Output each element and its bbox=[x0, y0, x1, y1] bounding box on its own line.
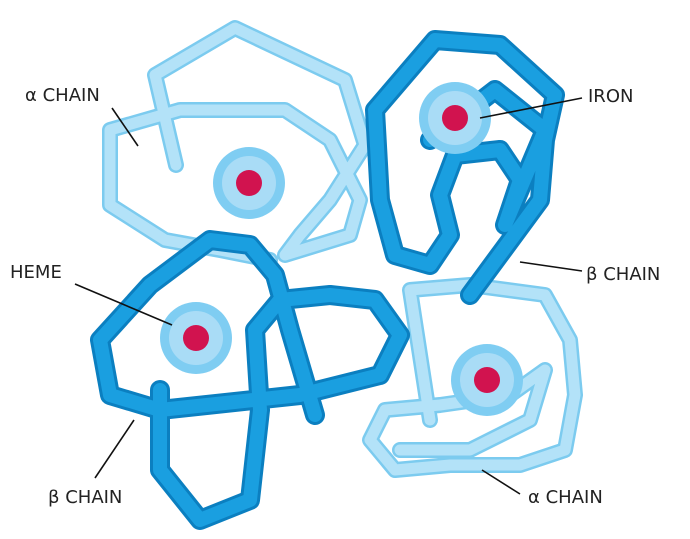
iron-atom bbox=[474, 367, 500, 393]
alpha-chain-top-left-body bbox=[104, 22, 371, 266]
heme-group-top-left bbox=[213, 147, 285, 219]
iron-atom bbox=[236, 170, 262, 196]
beta-chain-top-right bbox=[365, 30, 565, 305]
leader-alpha-bottom-right bbox=[481, 469, 521, 495]
beta-chain-bottom-left-body bbox=[93, 233, 407, 527]
leader-beta-right bbox=[519, 261, 583, 272]
leader-heme bbox=[74, 283, 173, 326]
alpha-chain-top-left bbox=[102, 20, 373, 268]
beta-chain-bottom-left bbox=[90, 230, 410, 530]
alpha-chain-bottom-right bbox=[362, 277, 583, 478]
label-alpha-chain-top-left: α CHAIN bbox=[25, 85, 100, 106]
label-heme: HEME bbox=[10, 262, 62, 283]
leader-beta-bottom-left bbox=[94, 419, 135, 479]
leader-alpha-top-left bbox=[111, 107, 139, 147]
label-alpha-chain-bottom-right: α CHAIN bbox=[528, 487, 603, 508]
alpha-chain-bottom-right-body bbox=[364, 279, 581, 476]
heme-group-bottom-right bbox=[451, 344, 523, 416]
label-beta-chain-bottom-left: β CHAIN bbox=[48, 487, 122, 508]
label-beta-chain-right: β CHAIN bbox=[586, 264, 660, 285]
heme-group-bottom-left bbox=[160, 302, 232, 374]
label-iron: IRON bbox=[588, 86, 633, 107]
heme-group-top-right bbox=[419, 82, 491, 154]
iron-atom bbox=[442, 105, 468, 131]
beta-chain-top-right-body bbox=[368, 33, 562, 302]
leader-iron bbox=[479, 97, 583, 119]
iron-atom bbox=[183, 325, 209, 351]
